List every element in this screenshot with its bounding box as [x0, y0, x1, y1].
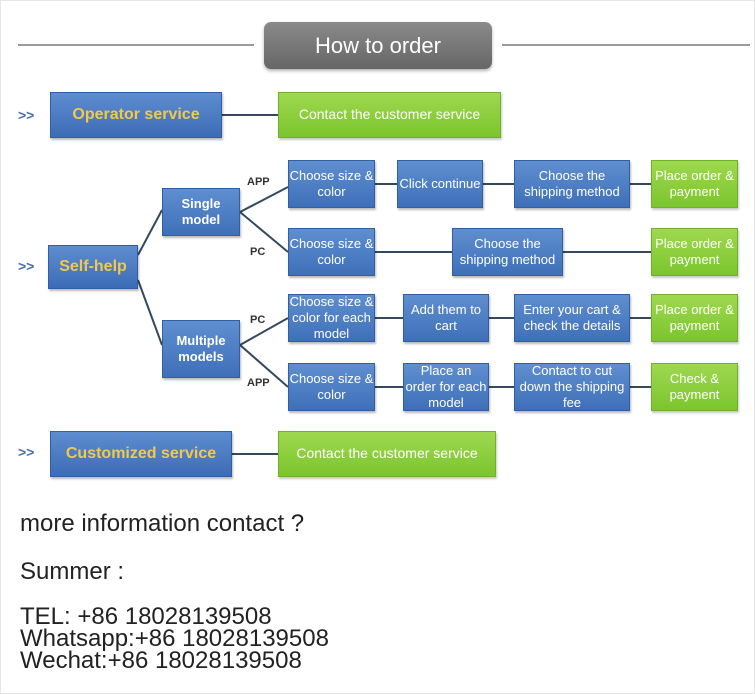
order-flow-diagram: How to order >> Operator service Contact…	[18, 22, 750, 477]
single-model-box: Single model	[162, 188, 240, 236]
step-click-continue: Click continue	[397, 160, 483, 208]
customized-contact-box: Contact the customer service	[278, 431, 496, 477]
contact-tel: TEL: +86 18028139508	[20, 603, 272, 630]
connector-lines	[137, 114, 651, 455]
contact-wechat: Wechat:+86 18028139508	[20, 647, 302, 674]
step-choose-size-color-each: Choose size & color for each model	[288, 294, 375, 342]
step-choose-size-color: Choose size & color	[288, 228, 375, 276]
contact-question: more information contact ?	[20, 510, 305, 537]
step-check-cart: Enter your cart & check the details	[514, 294, 630, 342]
page-title: How to order	[264, 22, 492, 69]
step-check-payment: Check & payment	[651, 363, 738, 411]
step-choose-size-color: Choose size & color	[288, 363, 375, 411]
row-marker: >>	[18, 444, 35, 460]
step-add-to-cart: Add them to cart	[403, 294, 489, 342]
title-rule-left	[18, 44, 254, 46]
contact-whatsapp: Whatsapp:+86 18028139508	[20, 625, 329, 652]
multiple-models-box: Multiple models	[162, 320, 240, 378]
step-choose-size-color: Choose size & color	[288, 160, 375, 208]
row-marker: >>	[18, 107, 35, 123]
operator-contact-box: Contact the customer service	[278, 92, 501, 138]
customized-service-box: Customized service	[50, 431, 232, 477]
tag-app: APP	[247, 176, 270, 188]
operator-service-box: Operator service	[50, 92, 222, 138]
tag-app: APP	[247, 377, 270, 389]
step-order-each-model: Place an order for each model	[403, 363, 489, 411]
tag-pc: PC	[250, 314, 266, 326]
self-help-box: Self-help	[48, 245, 138, 289]
step-place-order-payment: Place order & payment	[651, 160, 738, 208]
tag-pc: PC	[250, 246, 266, 258]
step-choose-shipping: Choose the shipping method	[452, 228, 563, 276]
step-cut-shipping-fee: Contact to cut down the shipping fee	[514, 363, 630, 411]
contact-name: Summer :	[20, 558, 125, 585]
step-place-order-payment: Place order & payment	[651, 294, 738, 342]
title-rule-right	[502, 44, 750, 46]
step-place-order-payment: Place order & payment	[651, 228, 738, 276]
row-marker: >>	[18, 258, 35, 274]
step-choose-shipping: Choose the shipping method	[514, 160, 630, 208]
